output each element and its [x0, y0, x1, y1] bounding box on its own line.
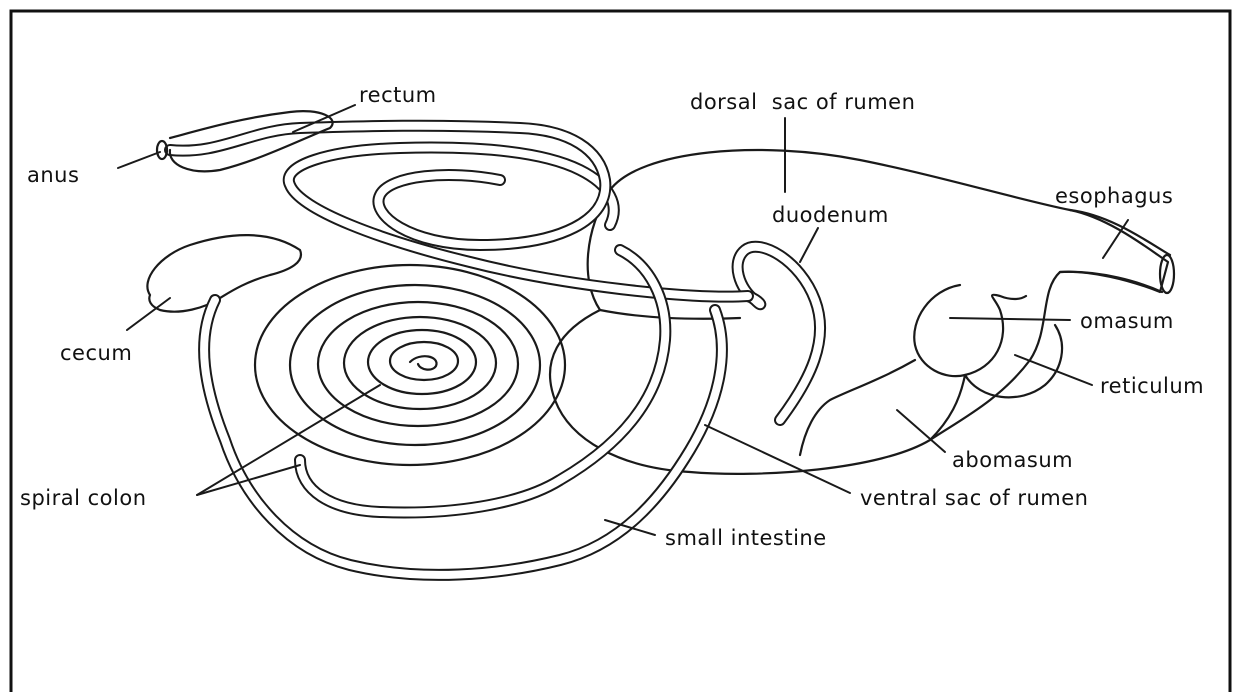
label-abomasum: abomasum [952, 448, 1073, 472]
reticulum-shape [965, 325, 1062, 397]
label-dorsal-sac-of-rumen: dorsal sac of rumen [690, 90, 915, 114]
rectum-group [157, 111, 605, 245]
omasum-shape [914, 285, 1026, 376]
label-cecum: cecum [60, 341, 132, 365]
label-spiral-colon: spiral colon [20, 486, 147, 510]
cecum-group [147, 235, 301, 312]
label-omasum: omasum [1080, 309, 1174, 333]
label-small-intestine: small intestine [665, 526, 827, 550]
label-ventral-sac-of-rumen: ventral sac of rumen [860, 486, 1088, 510]
duodenum-group [289, 148, 820, 420]
label-reticulum: reticulum [1100, 374, 1204, 398]
label-anus: anus [27, 163, 79, 187]
label-esophagus: esophagus [1055, 184, 1173, 208]
label-rectum: rectum [359, 83, 437, 107]
cecum-shape [147, 235, 301, 312]
abomasum-lower [930, 375, 965, 440]
label-duodenum: duodenum [772, 203, 889, 227]
abomasum-shape [800, 360, 915, 455]
diagram-frame [11, 11, 1230, 692]
